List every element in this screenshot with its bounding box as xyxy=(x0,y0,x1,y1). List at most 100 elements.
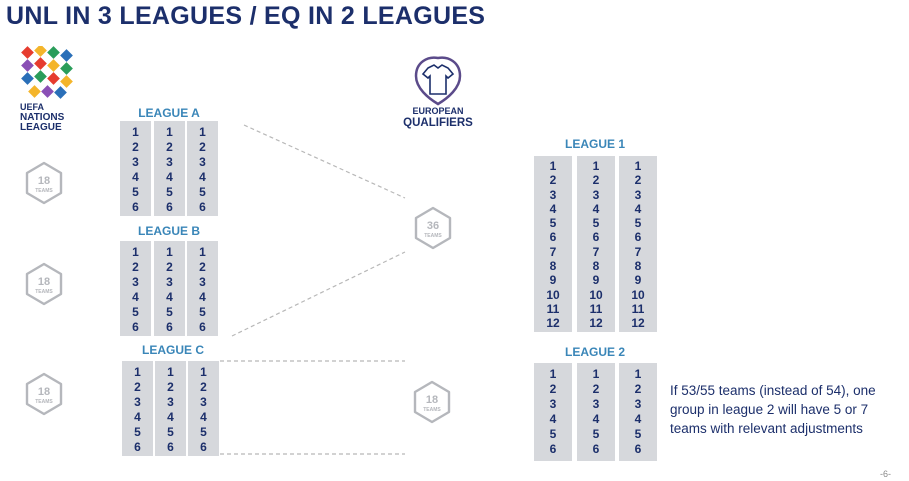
group-position: 2 xyxy=(634,173,642,188)
group-position: 2 xyxy=(132,140,139,154)
group-position: 1 xyxy=(592,159,600,173)
group-position: 6 xyxy=(132,200,139,214)
unl-logo-line2: NATIONS xyxy=(20,112,65,123)
team-count-badge-league-a: 18 TEAMS xyxy=(25,161,63,205)
group-position: 8 xyxy=(592,259,600,274)
group-position: 5 xyxy=(132,185,139,199)
uefa-nations-league-logo: UEFA NATIONS LEAGUE xyxy=(18,44,78,134)
group-position: 5 xyxy=(134,425,141,439)
group-position: 2 xyxy=(166,260,173,274)
group-position: 6 xyxy=(167,440,174,454)
badge-count: 18 xyxy=(38,175,50,187)
group-position: 3 xyxy=(132,155,139,169)
group-position: 6 xyxy=(634,230,642,245)
league-1-label: LEAGUE 1 xyxy=(564,137,625,151)
group-position: 4 xyxy=(549,201,557,216)
group-position: 2 xyxy=(592,382,600,396)
group-position: 6 xyxy=(634,442,642,456)
group-position: 5 xyxy=(199,185,206,199)
group-position: 4 xyxy=(166,290,173,304)
group-position: 6 xyxy=(199,200,206,214)
unl-logo-line3: LEAGUE xyxy=(20,122,62,133)
group-position: 2 xyxy=(549,173,557,188)
group-position: 5 xyxy=(132,305,139,319)
group-position: 4 xyxy=(134,410,141,424)
group-position: 7 xyxy=(549,244,557,259)
eq-logo-line2: QUALIFIERS xyxy=(403,117,473,129)
group-position: 5 xyxy=(634,427,642,441)
group-position: 3 xyxy=(634,187,642,202)
group-position: 4 xyxy=(199,170,206,184)
group-position: 2 xyxy=(200,380,207,394)
group-position: 3 xyxy=(592,397,600,411)
group-position: 3 xyxy=(549,397,557,411)
badge-count: 18 xyxy=(426,394,438,406)
team-count-badge-league-c: 18 TEAMS xyxy=(25,372,63,416)
group-position: 1 xyxy=(200,365,207,379)
badge-label: TEAMS xyxy=(35,188,53,194)
group-position: 6 xyxy=(166,200,173,214)
team-count-badge-league-2: 18 TEAMS xyxy=(413,380,451,424)
group-position: 8 xyxy=(634,259,642,274)
badge-count: 36 xyxy=(427,220,439,232)
league-2-label: LEAGUE 2 xyxy=(564,345,625,359)
group-position: 4 xyxy=(549,412,557,426)
group-position: 10 xyxy=(631,287,645,302)
group-position: 11 xyxy=(546,301,560,316)
group-position: 4 xyxy=(634,412,642,426)
badge-label: TEAMS xyxy=(35,399,53,405)
group-position: 5 xyxy=(200,425,207,439)
group-position: 3 xyxy=(166,155,173,169)
group-position: 7 xyxy=(634,244,642,259)
group-position: 1 xyxy=(549,367,557,381)
badge-count: 18 xyxy=(38,276,50,288)
group-position: 2 xyxy=(634,382,642,396)
group-position: 1 xyxy=(166,245,173,259)
group-position: 5 xyxy=(166,185,173,199)
group-position: 11 xyxy=(589,301,603,316)
group-position: 5 xyxy=(634,216,642,231)
group-position: 2 xyxy=(166,140,173,154)
group-position: 9 xyxy=(549,273,557,288)
group-position: 1 xyxy=(132,245,139,259)
group-position: 1 xyxy=(132,125,139,139)
group-position: 7 xyxy=(592,244,600,259)
page-title: UNL IN 3 LEAGUES / EQ IN 2 LEAGUES xyxy=(6,2,486,30)
group-position: 5 xyxy=(549,216,557,231)
group-position: 6 xyxy=(592,442,600,456)
group-position: 4 xyxy=(166,170,173,184)
group-position: 6 xyxy=(166,320,173,334)
group-position: 12 xyxy=(546,316,560,331)
group-position: 4 xyxy=(199,290,206,304)
group-position: 10 xyxy=(589,287,603,302)
group-position: 6 xyxy=(549,442,557,456)
group-position: 6 xyxy=(134,440,141,454)
group-position: 3 xyxy=(132,275,139,289)
badge-count: 18 xyxy=(38,386,50,398)
team-count-badge-league-b: 18 TEAMS xyxy=(25,262,63,306)
adjustment-note: If 53/55 teams (instead of 54), one grou… xyxy=(670,383,876,436)
connector-league-a xyxy=(243,124,406,199)
group-position: 5 xyxy=(592,216,600,231)
group-position: 4 xyxy=(592,412,600,426)
group-position: 5 xyxy=(592,427,600,441)
league-b-label: LEAGUE B xyxy=(137,224,200,238)
group-position: 3 xyxy=(199,155,206,169)
eq-logo-line1: EUROPEAN xyxy=(412,106,463,116)
group-position: 12 xyxy=(631,316,645,331)
group-position: 1 xyxy=(634,367,642,381)
group-position: 4 xyxy=(132,290,139,304)
european-qualifiers-logo: EUROPEAN QUALIFIERS xyxy=(398,54,478,130)
league-a-label: LEAGUE A xyxy=(138,106,200,120)
